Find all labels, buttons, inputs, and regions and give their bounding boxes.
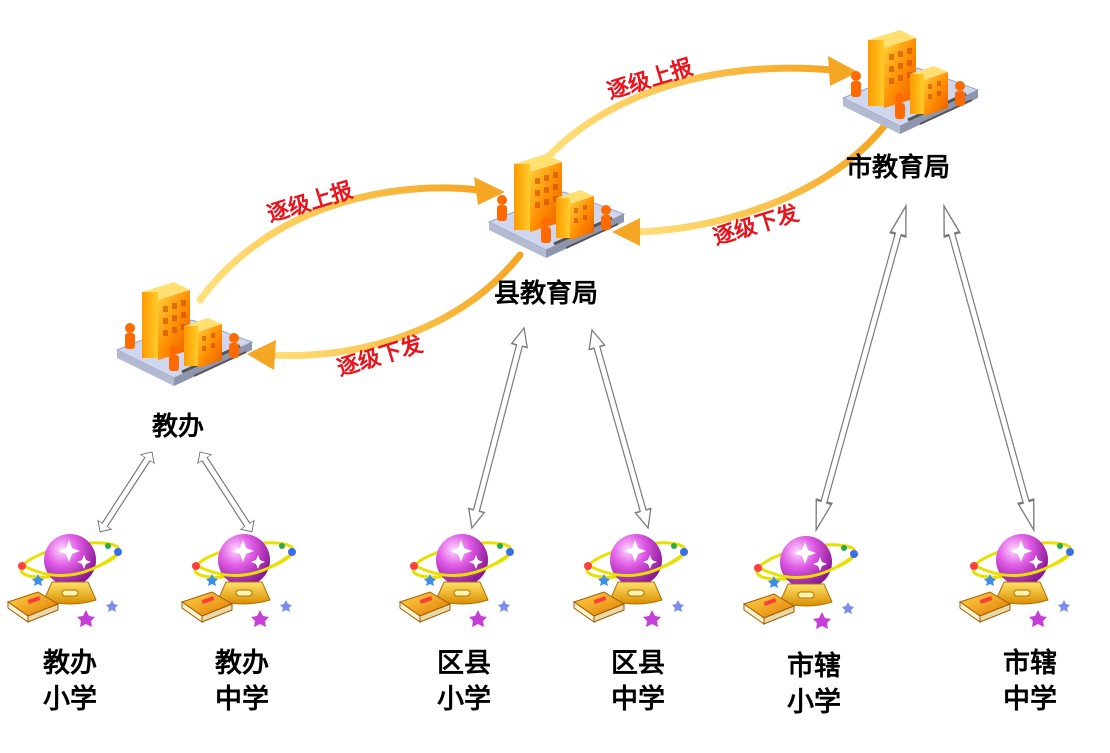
connector-office-middle <box>192 447 260 537</box>
flow-arrow-county-to-city-up <box>541 64 836 164</box>
node-county-education-bureau: 县教育局 <box>487 152 626 309</box>
school-item: 区县 中学 <box>572 532 690 715</box>
school-label-line2: 小学 <box>437 683 491 715</box>
crystal-globe-book-icon <box>6 532 124 629</box>
school-label-line1: 市辖 <box>787 650 841 682</box>
flow-label-county-to-city-up: 逐级上报 <box>604 54 696 105</box>
school-item: 教办 小学 <box>6 532 124 715</box>
office-building-icon <box>115 280 254 388</box>
school-label-line2: 小学 <box>787 686 841 718</box>
flow-arrowhead-county-to-city-up <box>828 56 858 86</box>
node-label-office: 教办 <box>152 412 204 442</box>
school-item: 区县 小学 <box>398 532 516 715</box>
crystal-globe-book-icon <box>398 532 516 629</box>
connector-county-primary <box>463 325 533 531</box>
flow-arrow-city-to-county-down <box>631 121 889 236</box>
crystal-globe-book-icon <box>958 532 1076 629</box>
node-city-education-bureau: 市教育局 <box>841 28 980 183</box>
school-label-line2: 中学 <box>611 683 665 715</box>
school-label-line1: 区县 <box>611 648 665 679</box>
connector-county-middle <box>583 327 657 531</box>
node-label-city: 市教育局 <box>846 152 950 183</box>
school-item: 市辖 中学 <box>958 532 1076 715</box>
flow-label-office-to-county-up: 逐级上报 <box>264 177 356 228</box>
connector-city-primary <box>807 202 915 534</box>
crystal-globe-book-icon <box>180 532 298 629</box>
flow-arrowhead-city-to-county-down <box>612 218 640 246</box>
connector-arrows <box>92 202 1043 537</box>
connector-city-middle <box>935 202 1043 534</box>
school-label-line1: 市辖 <box>1003 647 1057 679</box>
flow-arrow-county-to-office-down <box>266 251 524 360</box>
school-label-line1: 区县 <box>437 648 491 679</box>
school-label-line2: 小学 <box>43 683 97 715</box>
school-item: 教办 中学 <box>180 532 298 715</box>
flow-label-county-to-office-down: 逐级下发 <box>334 331 427 382</box>
flow-arrowhead-office-to-county-up <box>474 177 505 205</box>
connector-office-primary <box>92 447 160 537</box>
node-education-office: 教办 <box>115 280 254 442</box>
school-label-line2: 中学 <box>1003 683 1057 715</box>
school-label-line2: 中学 <box>215 683 269 715</box>
flow-arrowhead-county-to-office-down <box>247 340 276 370</box>
flow-arrow-office-to-county-up <box>196 184 482 304</box>
office-building-icon <box>487 152 626 260</box>
node-label-county: 县教育局 <box>494 278 598 309</box>
crystal-globe-book-icon <box>572 532 690 629</box>
crystal-globe-book-icon <box>742 534 860 631</box>
school-label-line1: 教办 <box>215 648 269 679</box>
school-label-line1: 教办 <box>43 648 97 679</box>
school-item: 市辖 小学 <box>742 534 860 718</box>
office-building-icon <box>841 28 980 136</box>
school-list: 教办 小学 教办 中学 区县 小学 区县 中学 市辖 小学 市辖 中学 <box>6 532 1076 718</box>
